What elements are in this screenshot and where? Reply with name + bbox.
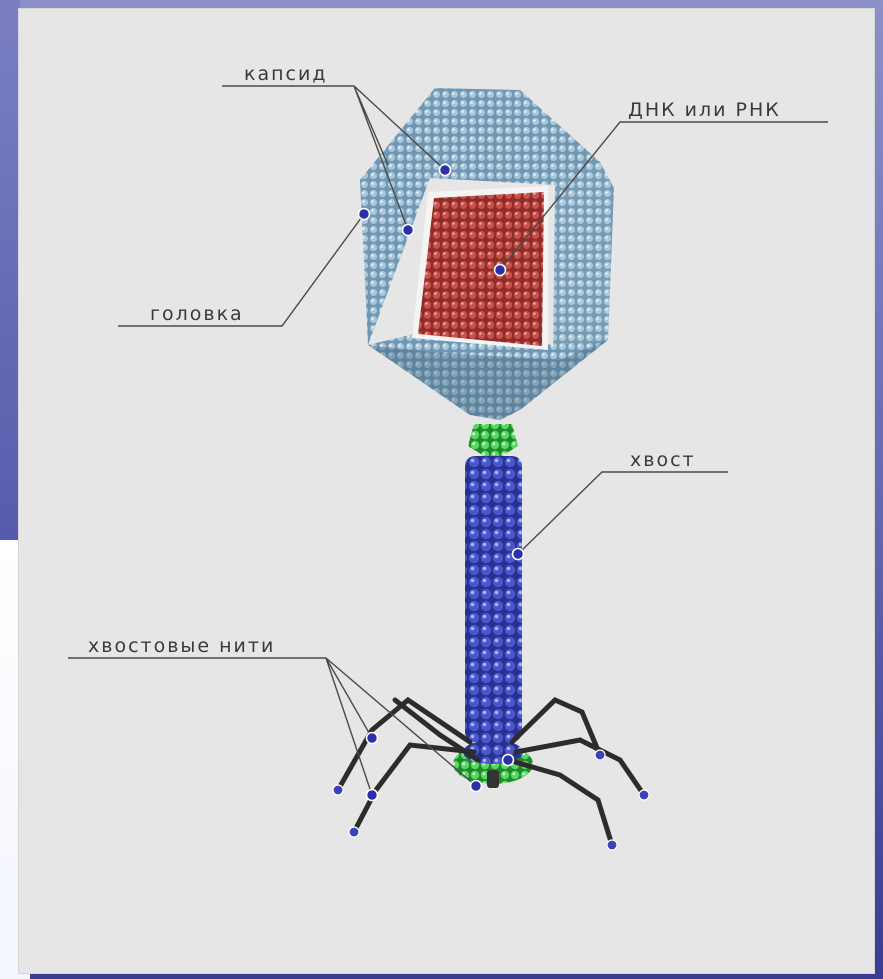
tail-pin: [487, 770, 499, 788]
dna-coil: [418, 192, 544, 346]
marker-tail: [513, 549, 524, 560]
label-capsid: капсид: [244, 63, 327, 85]
marker-baseplate: [503, 755, 514, 766]
marker-fiber-1: [367, 733, 378, 744]
fiber-tip-4: [639, 790, 649, 800]
label-head: головка: [150, 303, 244, 325]
marker-dna: [495, 265, 506, 276]
leader-tail-fibers: [68, 658, 476, 795]
marker-capsid-top: [440, 165, 451, 176]
bacteriophage-diagram-panel: капсид ДНК или РНК головка хвост хвостов…: [18, 8, 875, 974]
bacteriophage-diagram: капсид ДНК или РНК головка хвост хвостов…: [18, 8, 875, 974]
label-tail-fibers: хвостовые нити: [88, 635, 275, 657]
fiber-tip-1: [333, 785, 343, 795]
fiber-tip-5: [607, 840, 617, 850]
marker-fiber-3: [471, 781, 482, 792]
marker-fiber-2: [367, 790, 378, 801]
leader-tail: [518, 472, 728, 554]
tail-sheath: [465, 456, 522, 742]
label-dna-or-rna: ДНК или РНК: [628, 99, 781, 121]
label-tail: хвост: [630, 449, 696, 471]
fiber-tip-3: [595, 750, 605, 760]
capsid-head: [360, 88, 614, 420]
neck-collar: [468, 424, 518, 456]
capsid-right-face: [553, 162, 614, 345]
marker-head: [359, 209, 370, 220]
fiber-tip-2: [349, 827, 359, 837]
capsid-top-face: [360, 88, 600, 185]
marker-capsid-side: [403, 225, 414, 236]
